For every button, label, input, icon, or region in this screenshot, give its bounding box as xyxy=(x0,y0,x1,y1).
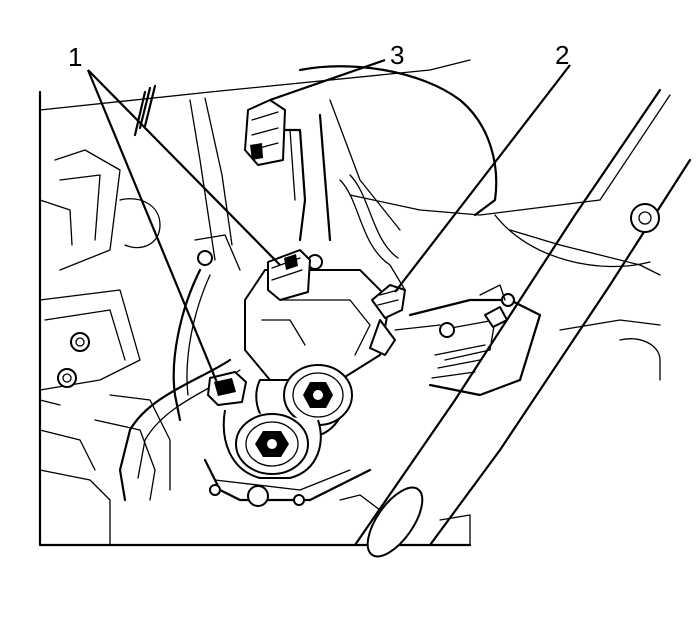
fuel-lines xyxy=(94,113,406,502)
exhaust-pipe xyxy=(339,88,692,558)
leader-2 xyxy=(394,64,571,293)
leader-3 xyxy=(269,58,386,102)
leader-1-to-connector-a xyxy=(87,69,281,266)
leader-1-to-connector-b xyxy=(86,69,220,386)
fuel-tank xyxy=(298,65,661,381)
callout-3: 3 xyxy=(390,40,404,70)
mounting-bracket xyxy=(408,284,542,397)
connectors xyxy=(207,99,406,406)
callout-1: 1 xyxy=(68,42,82,72)
evap-canister-vent-assembly xyxy=(194,234,441,507)
callout-2: 2 xyxy=(555,40,569,70)
callout-leaders xyxy=(86,58,571,386)
chassis-frame xyxy=(38,59,472,547)
